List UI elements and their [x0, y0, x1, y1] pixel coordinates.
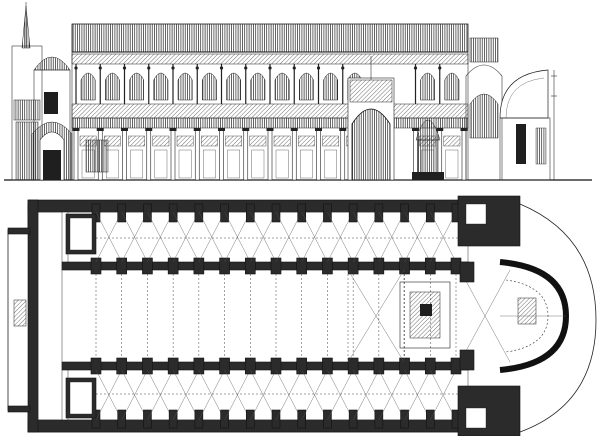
crossing-lines: [347, 269, 511, 363]
pier-pair: [296, 203, 328, 429]
pier-pair: [142, 203, 174, 429]
ground-plan: [7, 195, 597, 436]
apse: [499, 259, 570, 373]
west-bay: [13, 211, 97, 421]
arcade-bay: [122, 64, 144, 104]
pier-pair: [347, 203, 380, 429]
pier-pair: [167, 203, 200, 429]
left-chapel: [31, 56, 73, 181]
arcade-bay: [244, 64, 266, 104]
pier-pair: [373, 203, 405, 429]
tabernacle: [412, 119, 444, 181]
pier-pair: [270, 203, 302, 429]
plan-outline: [7, 203, 597, 433]
colonnade-column: [121, 128, 145, 181]
arcade-bay: [438, 64, 460, 104]
nave-piers: [90, 203, 462, 429]
colonnade-column: [242, 128, 267, 181]
longitudinal-section: [4, 2, 592, 181]
aisle-vaults: [67, 211, 469, 421]
colonnade-column: [169, 128, 194, 181]
lower-colonnade: [72, 128, 468, 181]
arcade-bay: [74, 64, 96, 104]
pier-pair: [116, 203, 148, 429]
arcade-bay: [268, 64, 290, 104]
right-apse: [465, 37, 557, 181]
arcade-bay: [413, 64, 435, 104]
colonnade-column: [266, 128, 291, 181]
upper-arcade: [74, 64, 460, 104]
west-wall: [27, 199, 39, 433]
left-altar: [85, 139, 109, 173]
arcade-bay: [147, 64, 169, 104]
pier-pair: [322, 203, 354, 429]
altar-enclosure: [399, 281, 451, 349]
pier-pair: [90, 203, 122, 429]
arcade-bay: [292, 64, 314, 104]
arcade-bay: [98, 64, 120, 104]
pier-pair: [244, 203, 277, 429]
colonnade-column: [218, 128, 242, 181]
pier-pair: [219, 203, 251, 429]
central-arch: [347, 56, 395, 181]
colonnade-column: [460, 128, 468, 181]
colonnade-column: [315, 128, 339, 181]
nave-section: [71, 23, 469, 181]
pier-pair: [193, 203, 225, 429]
arcade-bay: [219, 64, 241, 104]
arcade-bay: [171, 64, 193, 104]
colonnade-column: [145, 128, 170, 181]
colonnade-column: [290, 128, 315, 181]
arcade-bay: [316, 64, 338, 104]
pier-pair: [424, 203, 457, 429]
arcade-bay: [195, 64, 217, 104]
colonnade-column: [193, 128, 218, 181]
